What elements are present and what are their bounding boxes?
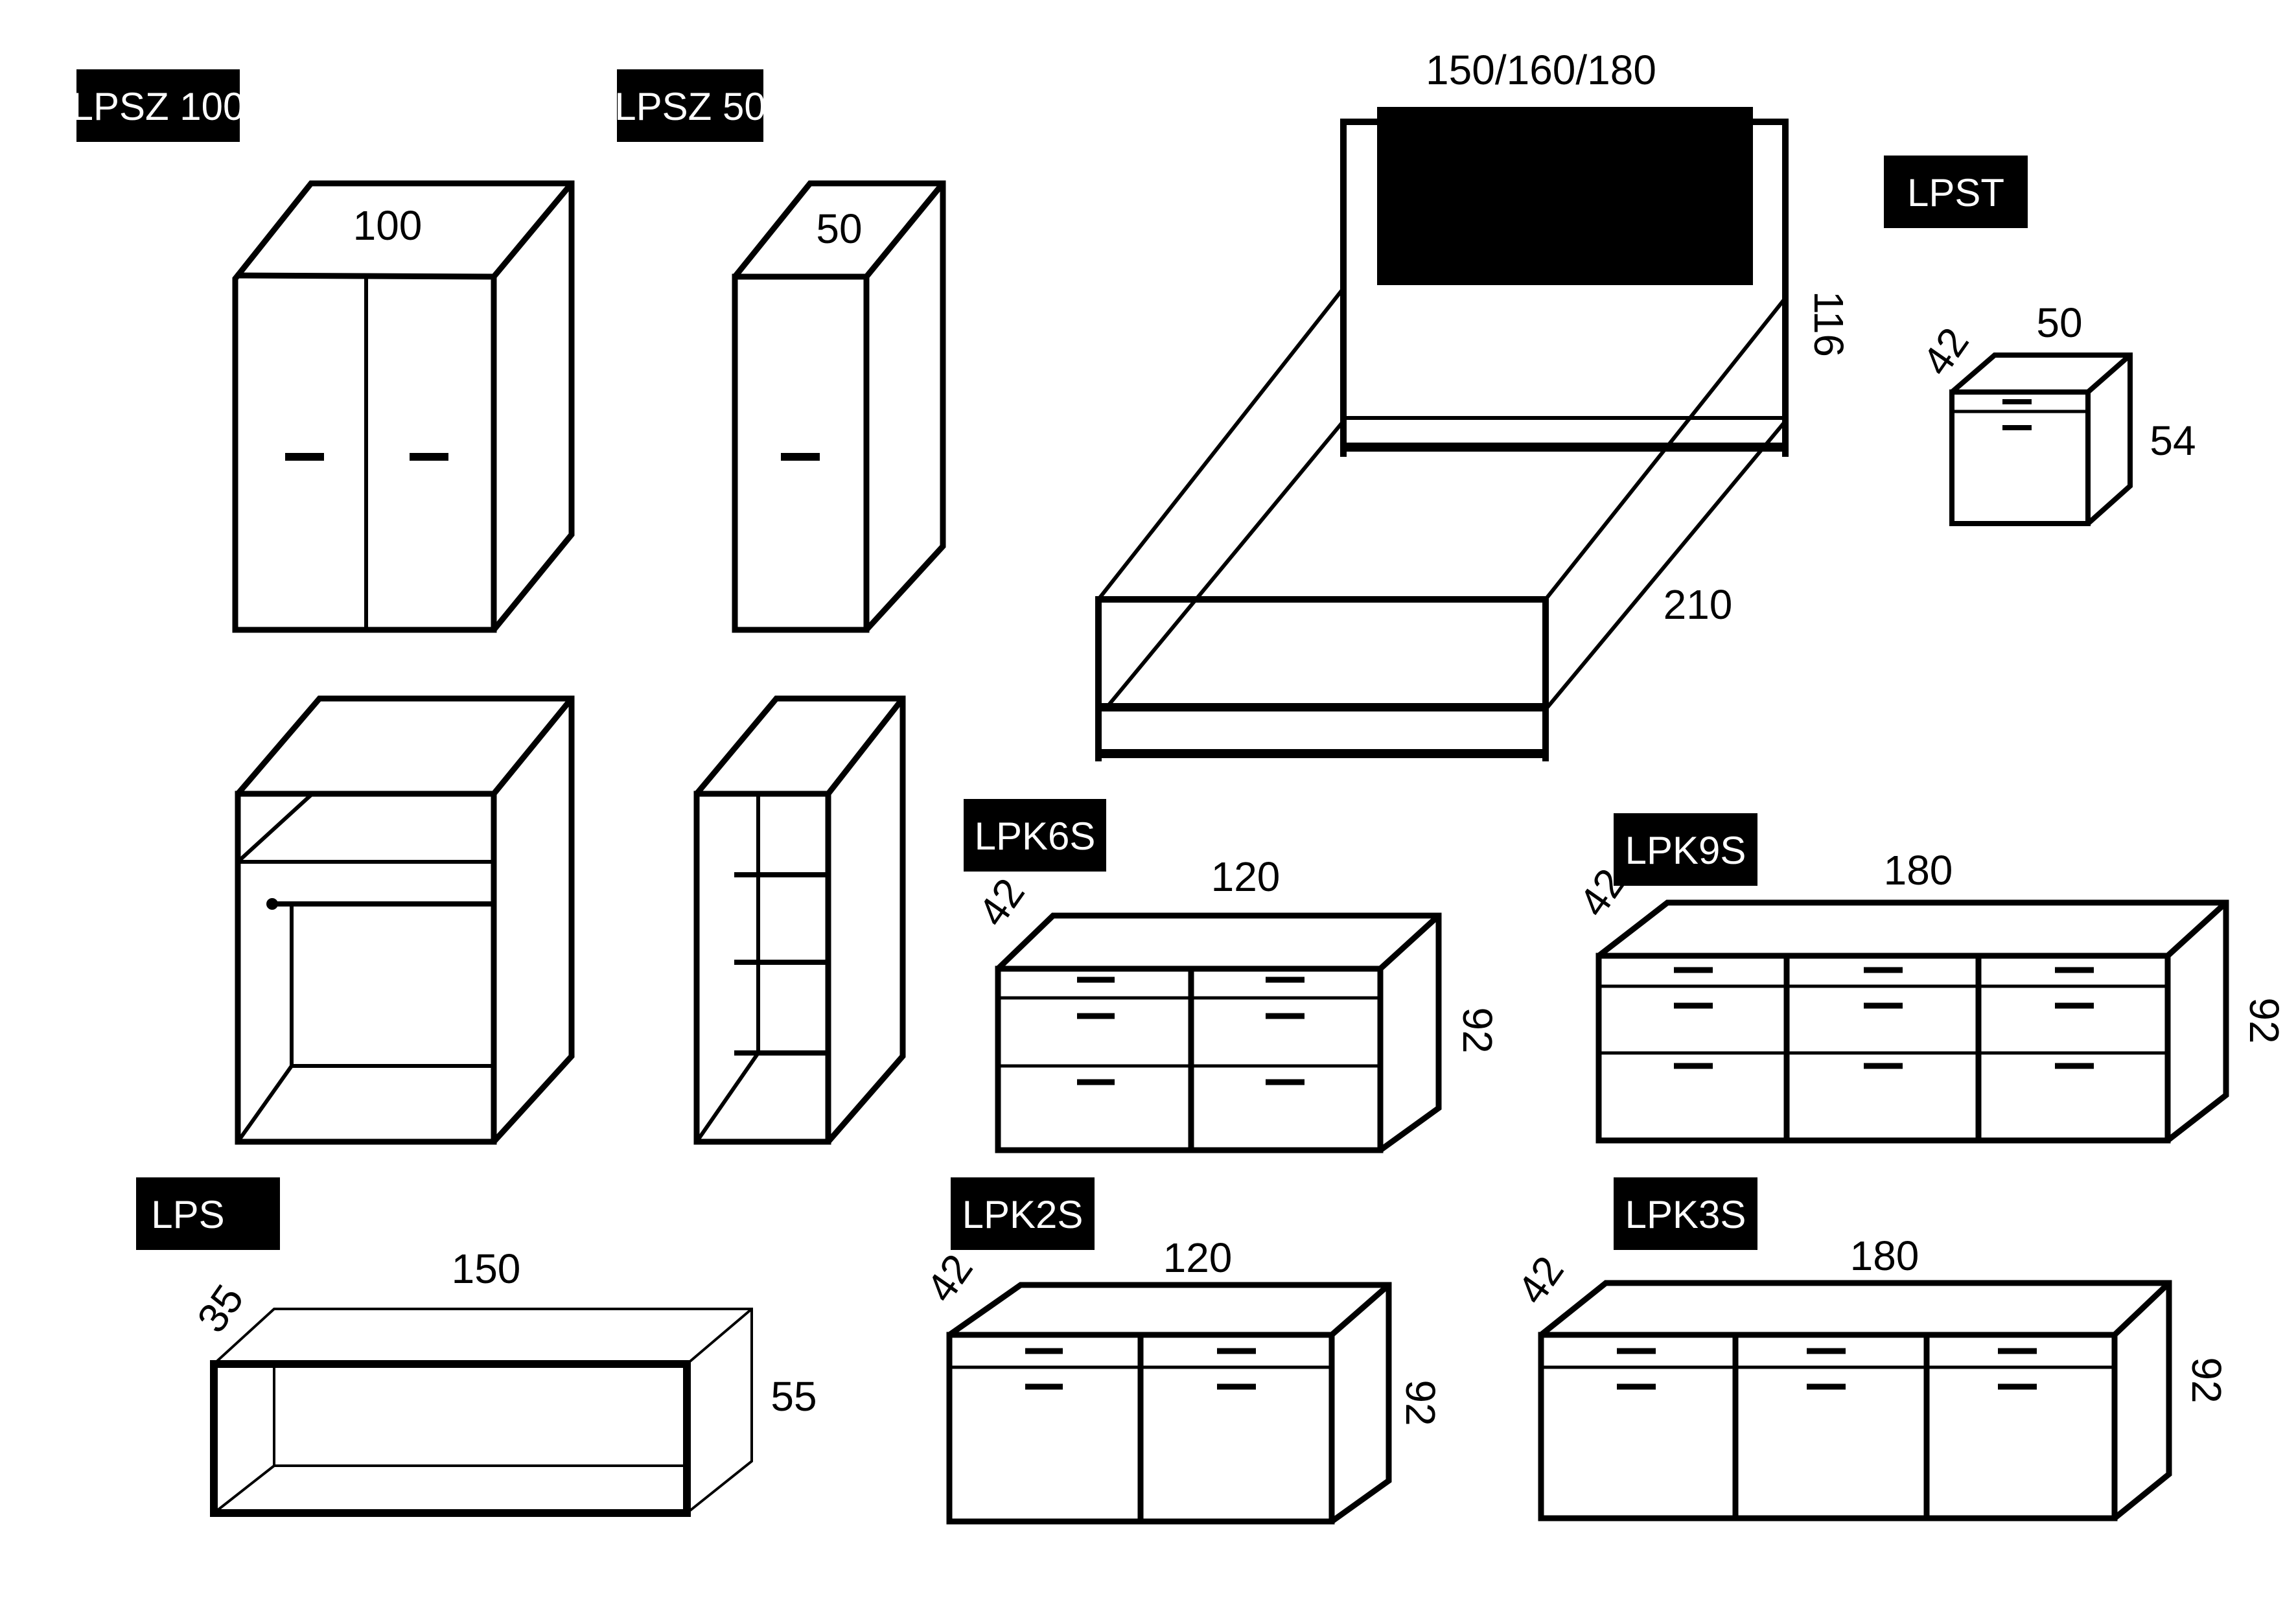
bed-height-dim: 116 [1805,291,1852,357]
lpk6s-height-dim: 92 [1454,1007,1501,1053]
bed-width-dim: 150/160/180 [1426,47,1656,93]
lpk3s-drawing: 180 42 92 [1508,1232,2230,1521]
tag-lpsz50-text: LPSZ 50 [614,85,765,128]
lpk3s-height-dim: 92 [2183,1357,2230,1403]
bed-drawing: 150/160/180 116 210 [1095,47,1852,761]
lps-width-dim: 150 [452,1245,521,1292]
lpk6s-depth-dim: 42 [969,870,1034,935]
lpk9s-drawing: 180 42 92 [1570,847,2288,1144]
tag-lpk2s-text: LPK2S [962,1193,1084,1236]
tag-lpk2s: LPK2S [951,1177,1095,1250]
lpk6s-drawing: 120 42 92 [969,853,1501,1153]
lpst-width-dim: 50 [2036,299,2082,346]
lpk9s-height-dim: 92 [2241,997,2288,1043]
tag-lps: LPS [136,1177,280,1250]
lps-drawing: 150 35 55 [188,1245,817,1517]
tag-lpst: LPST [1884,156,2028,228]
tag-lpk3s: LPK3S [1614,1177,1757,1250]
lpk2s-width-dim: 120 [1163,1234,1233,1281]
tag-lps-text: LPS [151,1193,224,1236]
tag-lpk9s-text: LPK9S [1625,829,1746,872]
lpsz100-closed-drawing: 100 [232,180,575,633]
tag-lpsz100: LPSZ 100 [72,69,245,142]
lpst-depth-dim: 42 [1913,319,1978,384]
lpk3s-width-dim: 180 [1850,1232,1919,1279]
lpsz50-width-dim: 50 [816,205,862,252]
lpk2s-depth-dim: 42 [917,1246,982,1311]
lpsz100-open-drawing [235,695,575,1145]
tag-lpk9s: LPK9S [1614,813,1757,886]
tag-lpk6s: LPK6S [964,799,1106,872]
lpst-drawing: 50 42 54 [1913,299,2196,526]
lpk6s-width-dim: 120 [1211,853,1281,900]
lpk2s-height-dim: 92 [1397,1380,1444,1426]
lpk2s-drawing: 120 42 92 [917,1234,1444,1525]
lpsz50-open-drawing [693,695,906,1145]
lpst-height-dim: 54 [2150,417,2196,464]
tag-lpsz100-text: LPSZ 100 [72,85,245,128]
lpsz100-width-dim: 100 [353,202,423,249]
lpsz50-closed-drawing: 50 [732,180,946,633]
lps-depth-dim: 35 [188,1277,253,1341]
bed-length-dim: 210 [1664,581,1733,628]
tag-lpst-text: LPST [1907,171,2004,214]
tag-lpk6s-text: LPK6S [975,815,1096,858]
lps-height-dim: 55 [771,1373,817,1420]
tag-lpsz50: LPSZ 50 [614,69,766,142]
lpk9s-width-dim: 180 [1884,847,1953,894]
lpk3s-depth-dim: 42 [1508,1248,1573,1313]
tag-lpk3s-text: LPK3S [1625,1193,1746,1236]
